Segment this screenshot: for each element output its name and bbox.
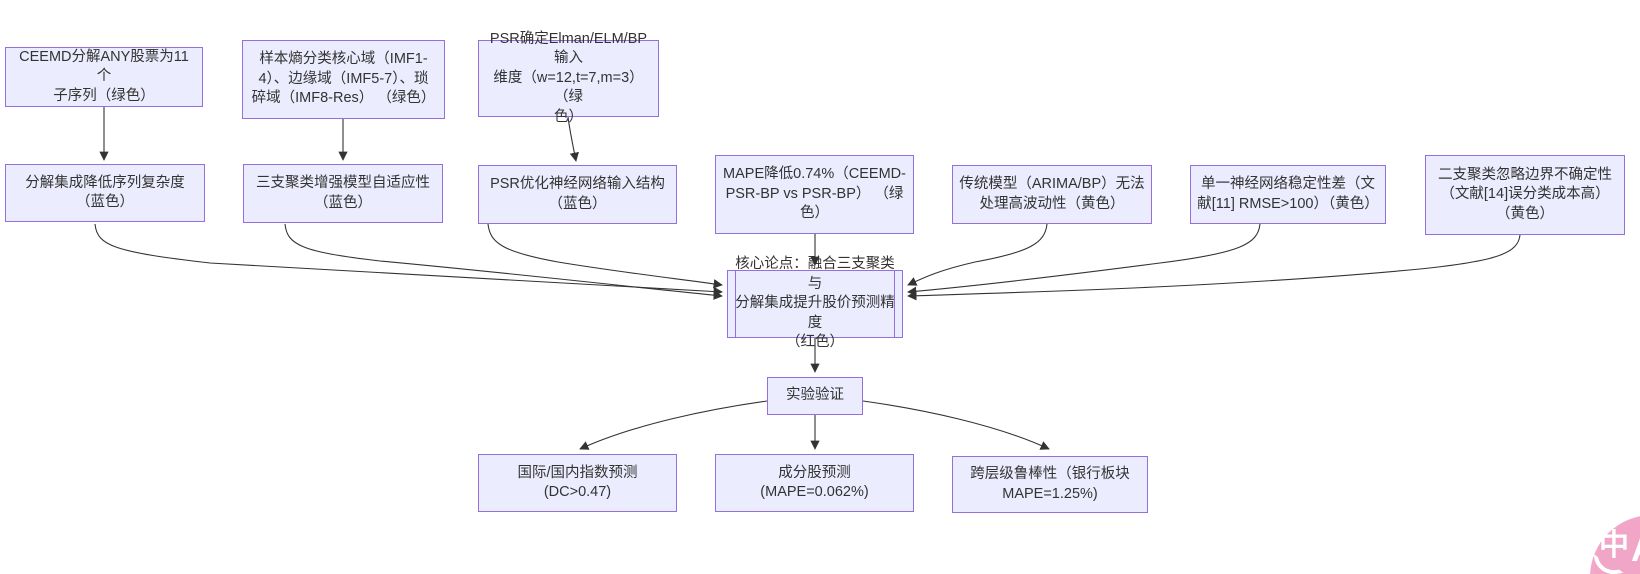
node-experiment-label: 实验验证 [786, 387, 844, 404]
node-decomp-ensemble-label: 分解集成降低序列复杂度 （蓝色） [25, 174, 185, 211]
node-twoway-cluster-label: 二支聚类忽略边界不确定性 （文献[14]误分类成本高） （黄色） [1438, 166, 1612, 222]
node-robustness: 跨层级鲁棒性（银行板块 MAPE=1.25%) [952, 456, 1148, 513]
node-stock-forecast-label: 成分股预测 (MAPE=0.062%) [760, 464, 869, 501]
node-threeway-cluster: 三支聚类增强模型自适应性 （蓝色） [243, 164, 443, 223]
node-index-forecast: 国际/国内指数预测 (DC>0.47) [478, 454, 677, 512]
edge-exp-to-robust [862, 400, 1050, 450]
node-psr-optimize: PSR优化神经网络输入结构 （蓝色） [478, 165, 677, 224]
translate-fab-en-glyph: A [1631, 530, 1640, 570]
node-psr-determine-label: PSR确定Elman/ELM/BP输入 维度（w=12,t=7,m=3） （绿 … [489, 30, 648, 125]
subroutine-border-line-left [735, 271, 736, 337]
node-threeway-cluster-label: 三支聚类增强模型自适应性 （蓝色） [256, 175, 430, 211]
node-single-nn: 单一神经网络稳定性差（文 献[11] RMSE>100）（黄色） [1190, 165, 1386, 224]
node-traditional-model-label: 传统模型（ARIMA/BP）无法 处理高波动性（黄色） [959, 176, 1145, 212]
edge-exp-to-index [579, 400, 768, 450]
node-decomp-ensemble: 分解集成降低序列复杂度 （蓝色） [5, 164, 205, 222]
node-entropy: 样本熵分类核心域（IMF1- 4）、边缘域（IMF5-7）、琐 碎域（IMF8-… [242, 40, 445, 119]
edge-twoway-to-core [907, 234, 1521, 301]
edge-psropt-to-core [487, 223, 723, 289]
edge-threeway-to-core [284, 223, 723, 300]
node-mape-reduce: MAPE降低0.74%（CEEMD- PSR-BP vs PSR-BP） （绿 … [715, 155, 914, 234]
node-core-thesis-label: 核心论点：融合三支聚类与 分解集成提升股价预测精度 （红色） [735, 256, 895, 351]
node-mape-reduce-label: MAPE降低0.74%（CEEMD- PSR-BP vs PSR-BP） （绿 … [723, 166, 906, 222]
node-twoway-cluster: 二支聚类忽略边界不确定性 （文献[14]误分类成本高） （黄色） [1425, 155, 1625, 235]
node-experiment: 实验验证 [767, 377, 863, 415]
translate-fab-button[interactable]: 中 A [1590, 515, 1640, 574]
translate-fab-zh-glyph: 中 [1599, 529, 1629, 562]
node-ceemd-label: CEEMD分解ANY股票为11个 子序列（绿色） [19, 48, 189, 104]
translate-fab-swoosh-icon [1593, 550, 1624, 574]
node-robustness-label: 跨层级鲁棒性（银行板块 MAPE=1.25%) [970, 466, 1130, 502]
subroutine-border-line-right [894, 271, 895, 337]
node-stock-forecast: 成分股预测 (MAPE=0.062%) [715, 454, 914, 512]
node-entropy-label: 样本熵分类核心域（IMF1- 4）、边缘域（IMF5-7）、琐 碎域（IMF8-… [251, 51, 436, 107]
node-single-nn-label: 单一神经网络稳定性差（文 献[11] RMSE>100）（黄色） [1197, 176, 1379, 212]
edge-singlenn-to-core [907, 223, 1261, 296]
node-ceemd: CEEMD分解ANY股票为11个 子序列（绿色） [5, 47, 203, 107]
node-core-thesis: 核心论点：融合三支聚类与 分解集成提升股价预测精度 （红色） [727, 256, 903, 350]
edge-psrdet-to-psropt [567, 116, 579, 162]
edge-arima-to-core [907, 223, 1048, 286]
node-psr-determine: PSR确定Elman/ELM/BP输入 维度（w=12,t=7,m=3） （绿 … [478, 31, 659, 125]
node-psr-optimize-label: PSR优化神经网络输入结构 （蓝色） [490, 176, 665, 212]
edge-decomp-to-core [94, 223, 723, 297]
node-traditional-model: 传统模型（ARIMA/BP）无法 处理高波动性（黄色） [952, 165, 1152, 224]
node-index-forecast-label: 国际/国内指数预测 (DC>0.47) [517, 464, 638, 501]
